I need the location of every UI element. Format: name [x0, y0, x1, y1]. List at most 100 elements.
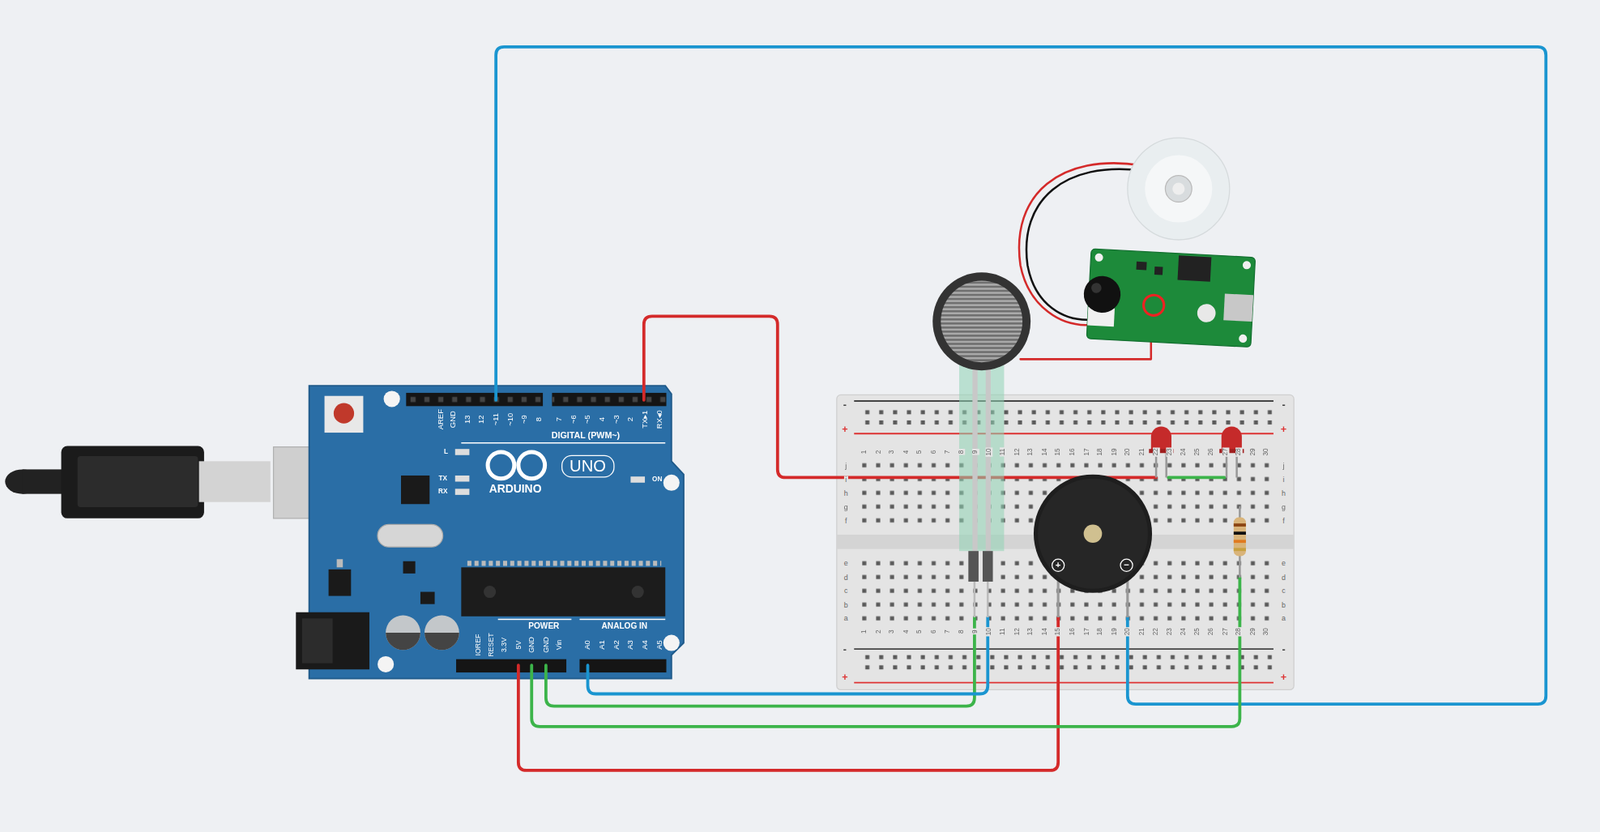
- column-number: 12: [1013, 447, 1020, 457]
- column-number: 11: [999, 627, 1007, 636]
- polarity-mark: +: [1051, 558, 1065, 572]
- row-letter: j: [1281, 461, 1285, 470]
- pin-label: A2: [612, 640, 620, 650]
- atomizer-disc-part: [1127, 137, 1230, 240]
- column-number: 14: [1041, 447, 1048, 457]
- piezo-buzzer-part: [1033, 474, 1152, 594]
- breadboard-part: [853, 432, 1274, 435]
- arduino-board-part: [405, 392, 543, 406]
- pin-label: A3: [627, 640, 635, 650]
- wires-part: [495, 46, 1546, 704]
- force-sensor-part: [986, 581, 990, 618]
- pin-label: 13: [463, 414, 471, 424]
- breadboard-part: [853, 648, 1274, 650]
- arduino-board-part: [498, 618, 572, 621]
- arduino-board-part: [337, 558, 344, 568]
- usb-cable-part: [199, 460, 271, 502]
- driver-board: [1081, 248, 1256, 348]
- column-number: 7: [944, 628, 952, 635]
- arduino-board-part: [630, 476, 645, 483]
- column-number: 6: [930, 628, 937, 635]
- arduino-board: [295, 385, 684, 679]
- column-number: 21: [1138, 447, 1145, 457]
- row-letter: g: [842, 503, 849, 511]
- rail-sign: +: [841, 424, 848, 436]
- pin-label: RESET: [486, 632, 495, 657]
- pin-label: GND: [449, 410, 457, 428]
- brand-logo: ARDUINO: [489, 482, 542, 495]
- arduino-board-part: [324, 396, 364, 433]
- driver-board-part: [1083, 275, 1123, 315]
- pin-label: TX▸1: [640, 410, 649, 429]
- wires-part: [518, 617, 1059, 771]
- rail-sign: +: [841, 672, 848, 683]
- pin-label: ~5: [584, 414, 592, 424]
- row-letter: d: [842, 573, 849, 581]
- row-letter: g: [1280, 503, 1287, 511]
- column-number: 8: [958, 628, 965, 635]
- arduino-board-part: [385, 615, 421, 651]
- arduino-board-part: [455, 448, 470, 456]
- column-number: 17: [1083, 447, 1090, 457]
- row-letter: d: [1280, 573, 1287, 581]
- resistor-symbol-part: [1233, 539, 1246, 543]
- driver-board-part: [1135, 261, 1147, 271]
- row-letter: c: [1280, 587, 1287, 595]
- header-title: DIGITAL (PWM~): [551, 430, 620, 440]
- column-number: 10: [985, 447, 993, 457]
- pin-label: ~10: [506, 413, 514, 427]
- resistor-symbol-part: [1233, 517, 1246, 557]
- piezo-buzzer-part: [1083, 524, 1103, 543]
- column-number: 19: [1110, 627, 1118, 637]
- rail-sign: -: [843, 400, 847, 411]
- column-number: 18: [1096, 447, 1104, 457]
- resistor-symbol: [1233, 506, 1246, 578]
- column-number: 18: [1096, 627, 1104, 637]
- column-number: 28: [1235, 447, 1242, 457]
- model-badge: UNO: [561, 455, 615, 478]
- column-number: 10: [985, 627, 993, 637]
- arduino-board-part: [460, 567, 666, 616]
- column-number: 21: [1138, 627, 1145, 637]
- resistor-symbol-part: [1233, 531, 1246, 535]
- led-label: TX: [438, 475, 447, 483]
- column-number: 20: [1124, 447, 1131, 457]
- arduino-board-part: [302, 618, 333, 663]
- driver-board-part: [1238, 334, 1248, 344]
- column-number: 29: [1249, 447, 1256, 457]
- column-number: 17: [1083, 627, 1090, 637]
- pin-label: A4: [640, 640, 649, 650]
- driver-board-part: [1242, 260, 1252, 270]
- row-letter: b: [842, 601, 849, 609]
- column-number: 23: [1166, 627, 1174, 637]
- arduino-board-part: [579, 618, 666, 621]
- arduino-board-part: [483, 585, 496, 598]
- column-number: 14: [1041, 627, 1048, 637]
- pin-label: Vin: [555, 640, 564, 651]
- piezo-buzzer: [1033, 474, 1152, 618]
- column-number: 5: [916, 448, 923, 455]
- arduino-board-part: [403, 561, 416, 574]
- force-sensor-part: [973, 581, 977, 618]
- wires-part: [644, 315, 1157, 478]
- usb-cable-part: [61, 445, 205, 518]
- led-label: RX: [438, 488, 448, 495]
- force-sensor-part: [982, 550, 994, 582]
- atomizer-disc-part: [1172, 182, 1185, 195]
- breadboard-part: [860, 652, 1273, 673]
- column-number: 8: [958, 448, 965, 455]
- arduino-board-part: [460, 442, 666, 444]
- column-number: 16: [1069, 627, 1076, 637]
- column-number: 20: [1124, 627, 1131, 637]
- atomizer-disc-part: [1144, 154, 1212, 222]
- arduino-board-part: [328, 569, 352, 597]
- force-sensor-part: [959, 357, 1004, 551]
- arduino-board-part: [518, 452, 546, 479]
- arduino-board-part: [384, 390, 401, 407]
- arduino-board-part: [455, 475, 470, 483]
- column-number: 2: [874, 448, 882, 455]
- pin-label: RX◂0: [655, 409, 663, 429]
